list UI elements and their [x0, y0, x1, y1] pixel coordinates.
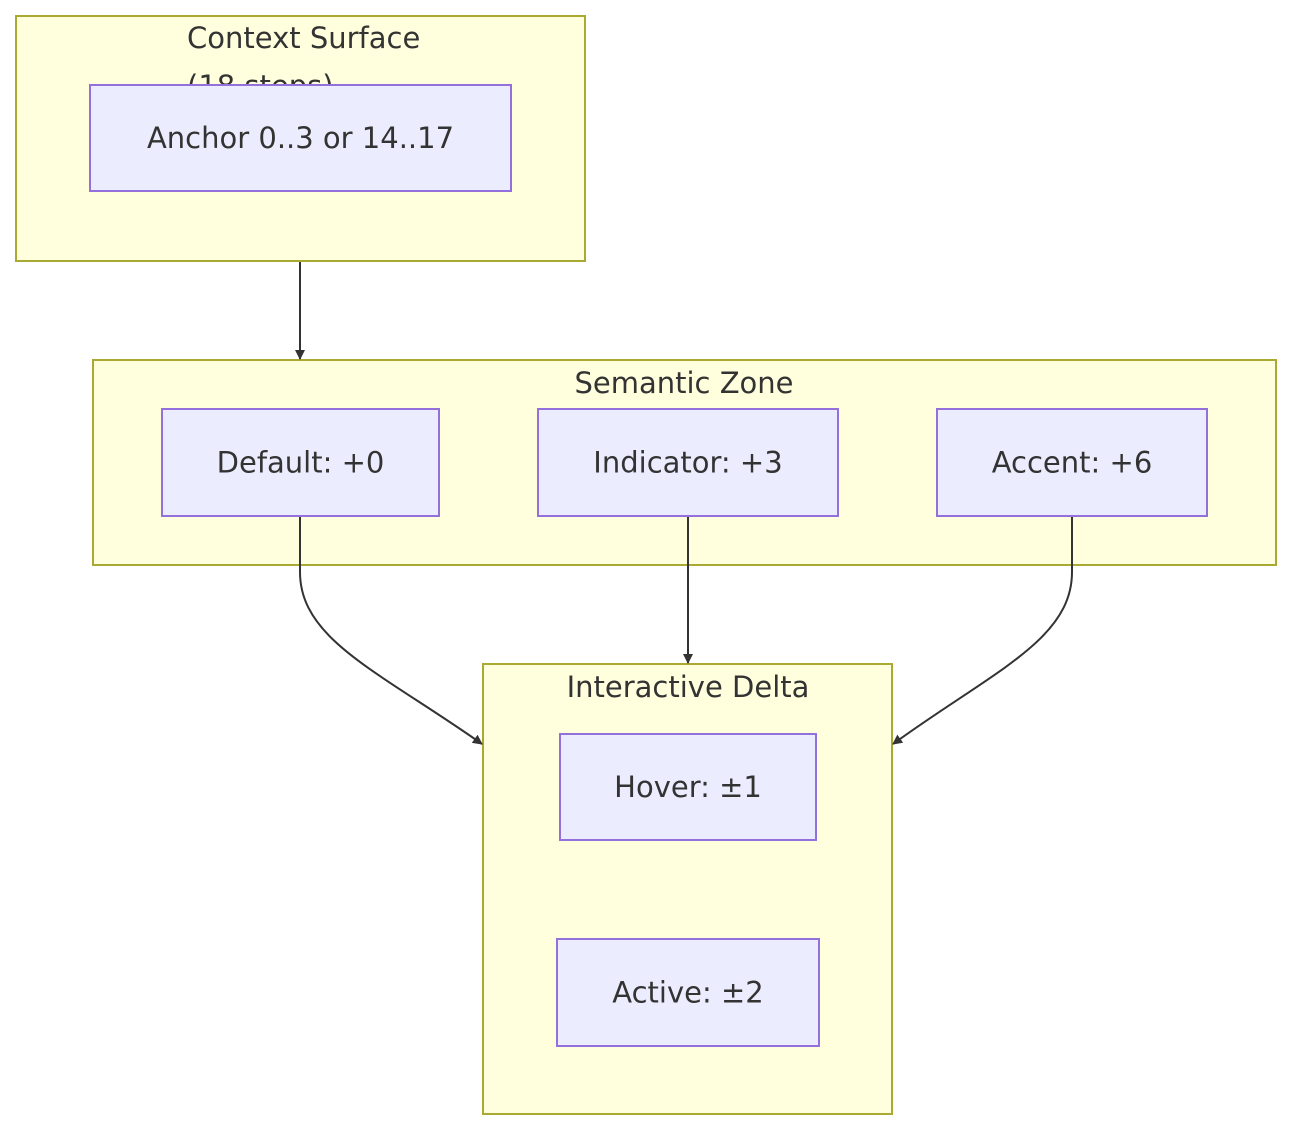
edge-default-to-interactive [299, 517, 483, 745]
node-indicator-label: Indicator: +3 [593, 446, 782, 480]
node-accent-box [936, 408, 1208, 517]
node-active-label: Active: ±2 [612, 976, 763, 1010]
node-active: Active: ±2 [556, 938, 820, 1047]
node-anchor: Anchor 0..3 or 14..17 [89, 84, 512, 192]
edge-accent-to-interactive [892, 517, 1073, 745]
node-indicator: Indicator: +3 [537, 408, 839, 517]
node-indicator-box [537, 408, 839, 517]
cluster-semantic-zone-title: Semantic Zone [574, 366, 793, 400]
node-default-label: Default: +0 [217, 446, 385, 480]
node-accent: Accent: +6 [936, 408, 1208, 517]
node-hover-label: Hover: ±1 [614, 770, 762, 804]
node-hover-box [559, 733, 817, 841]
cluster-interactive-delta-title: Interactive Delta [567, 670, 810, 704]
node-default: Default: +0 [161, 408, 440, 517]
node-active-box [556, 938, 820, 1047]
node-hover: Hover: ±1 [559, 733, 817, 841]
cluster-context-surface-title: Context Surface [187, 21, 420, 55]
node-anchor-box [89, 84, 512, 192]
node-anchor-label: Anchor 0..3 or 14..17 [147, 121, 454, 155]
node-accent-label: Accent: +6 [992, 446, 1153, 480]
node-default-box [161, 408, 440, 517]
